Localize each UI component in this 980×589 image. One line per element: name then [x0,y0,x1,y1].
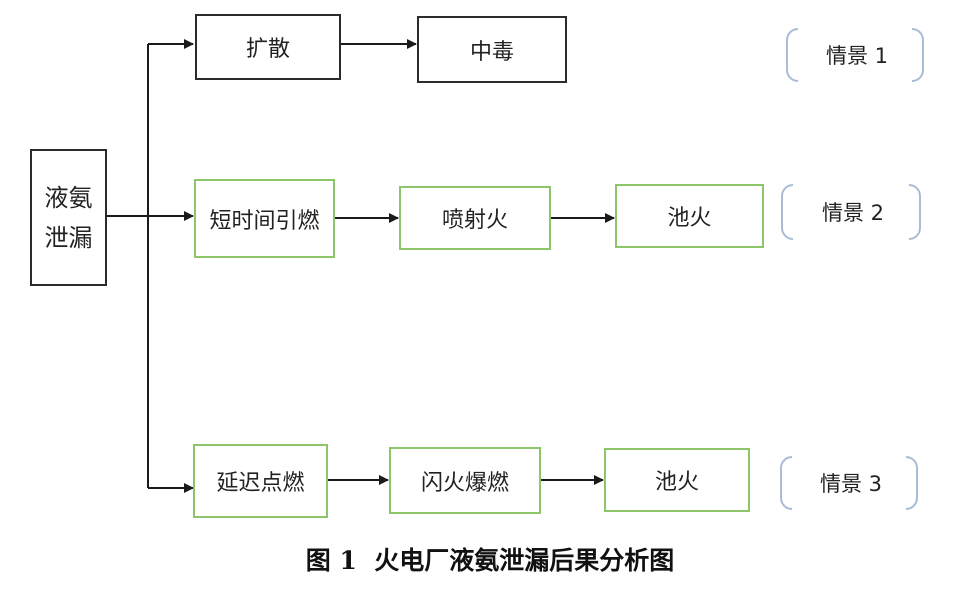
figure-caption: 图 1 火电厂液氨泄漏后果分析图 [305,546,675,575]
source-line-1: 液氨 [44,183,93,212]
scenario-3-bracket-right [906,456,918,510]
scenario-1-bracket-right [912,28,924,82]
scenario-3-label: 情景 3 [820,472,883,496]
box-diffusion: 扩散 [195,14,341,80]
scenario-1-bracket-left [786,28,798,82]
box-flash-fire-deflagration: 闪火爆燃 [389,447,541,514]
box-short-ignition: 短时间引燃 [194,179,335,258]
scenario-1-label: 情景 1 [826,44,889,68]
scenario-2-bracket-left [781,184,793,240]
scenario-2-bracket-right [909,184,921,240]
scenario-2-label: 情景 2 [822,201,885,225]
box-poisoning: 中毒 [417,16,567,83]
scenario-3-bracket-left [780,456,792,510]
source-box-ammonia-leak: 液氨 泄漏 [30,149,107,286]
box-delayed-ignition: 延迟点燃 [193,444,328,518]
source-line-2: 泄漏 [44,223,93,252]
box-pool-fire-2: 池火 [615,184,764,248]
box-jet-fire: 喷射火 [399,186,551,250]
box-pool-fire-3: 池火 [604,448,750,512]
